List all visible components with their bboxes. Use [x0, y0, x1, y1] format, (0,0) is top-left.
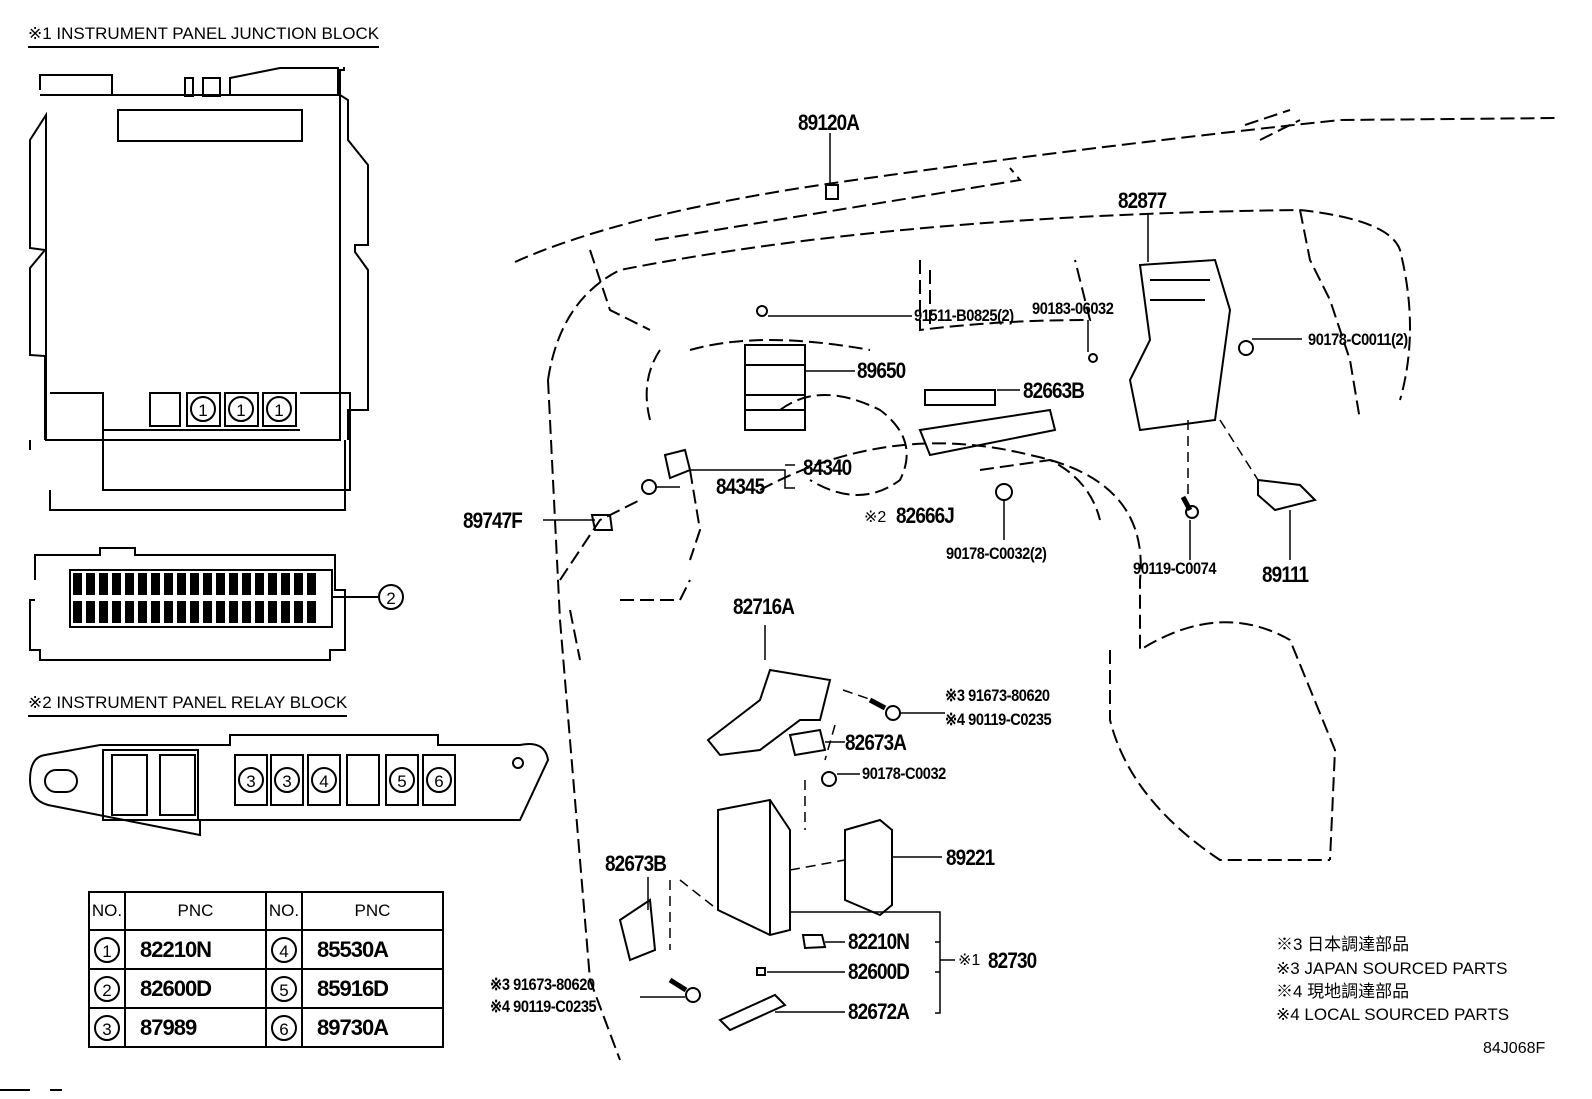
legend-note-local-sourced: ※4 LOCAL SOURCED PARTS [1276, 1005, 1510, 1024]
junction-block-drawing [29, 67, 369, 511]
callout-90119-C0235-lower[interactable]: ※4 90119-C0235 [490, 997, 597, 1016]
pnc-table-header: NO. PNC NO. PNC [88, 891, 444, 931]
callout-91673-80620-lower[interactable]: ※3 91673-80620 [490, 975, 595, 994]
row-number-badge: 1 [94, 936, 120, 963]
callout-90178-C0032[interactable]: 90178-C0032 [862, 764, 946, 783]
callout-90178-C0032-2[interactable]: 90178-C0032(2) [946, 544, 1047, 563]
callout-82730[interactable]: 82730 [988, 948, 1037, 973]
callout-91673-80620-upper[interactable]: ※3 91673-80620 [945, 686, 1050, 705]
row-number-badge: 2 [94, 975, 120, 1002]
diagram-code: 84J068F [1483, 1040, 1546, 1057]
dashed-guide-lines [669, 419, 1259, 950]
callout-91511-B0825[interactable]: 91511-B0825(2) [914, 306, 1014, 325]
callout-82673A[interactable]: 82673A [845, 730, 907, 755]
row-number-badge: 5 [271, 975, 297, 1002]
callout-82600D[interactable]: 82600D [848, 959, 910, 984]
table-row: 1 82210N 4 85530A [88, 929, 444, 970]
callout-90183-06032[interactable]: 90183-06032 [1032, 299, 1114, 318]
table-row: 2 82600D 5 85916D [88, 968, 444, 1009]
callout-82716A[interactable]: 82716A [733, 594, 795, 619]
relay-marker: 3 [274, 767, 300, 793]
header-no: NO. [265, 891, 303, 931]
header-pnc: PNC [124, 891, 267, 931]
pnc-value[interactable]: 85530A [301, 929, 444, 970]
legend-note-jp-local: ※4 現地調達部品 [1276, 982, 1410, 1001]
junction-marker: 1 [190, 396, 216, 422]
callout-82730-prefix: ※1 [958, 952, 981, 969]
callout-90119-C0235-upper[interactable]: ※4 90119-C0235 [945, 710, 1052, 729]
parts-drawing [590, 184, 1317, 1032]
leader-lines [543, 133, 1302, 1014]
callout-82663B[interactable]: 82663B [1023, 378, 1085, 403]
callout-82877[interactable]: 82877 [1118, 188, 1167, 213]
pnc-table: NO. PNC NO. PNC 1 82210N 4 85530A 2 8260… [88, 891, 444, 1048]
table-row: 3 87989 6 89730A [88, 1007, 444, 1048]
callout-89650[interactable]: 89650 [857, 358, 906, 383]
junction-connector-marker: 2 [378, 584, 404, 610]
callout-90119-C0074[interactable]: 90119-C0074 [1133, 559, 1217, 578]
pnc-value[interactable]: 87989 [124, 1007, 267, 1048]
relay-marker: 3 [238, 767, 264, 793]
callout-89111[interactable]: 89111 [1262, 562, 1309, 587]
relay-marker: 6 [426, 767, 452, 793]
junction-marker: 1 [228, 396, 254, 422]
callout-82210N[interactable]: 82210N [848, 929, 910, 954]
pnc-value[interactable]: 82210N [124, 929, 267, 970]
callout-84345[interactable]: 84345 [716, 474, 765, 499]
header-pnc: PNC [301, 891, 444, 931]
junction-connector-drawing [29, 547, 378, 661]
dashboard-drawing [514, 109, 1561, 1061]
legend-note-jp-japan: ※3 日本調達部品 [1276, 935, 1410, 954]
callout-82672A[interactable]: 82672A [848, 999, 910, 1024]
callout-90178-C0011[interactable]: 90178-C0011(2) [1308, 330, 1408, 349]
callout-89120A[interactable]: 89120A [798, 110, 860, 135]
pnc-value[interactable]: 89730A [301, 1007, 444, 1048]
legend-note-japan-sourced: ※3 JAPAN SOURCED PARTS [1276, 959, 1508, 978]
relay-block-drawing [28, 734, 550, 837]
row-number-badge: 3 [94, 1014, 120, 1041]
callout-84340[interactable]: 84340 [803, 455, 852, 480]
row-number-badge: 6 [271, 1014, 297, 1041]
callout-82666J-prefix: ※2 [864, 509, 887, 526]
pnc-value[interactable]: 85916D [301, 968, 444, 1009]
relay-block-title: ※2 INSTRUMENT PANEL RELAY BLOCK [28, 694, 348, 717]
pnc-value[interactable]: 82600D [124, 968, 267, 1009]
relay-marker: 5 [389, 767, 415, 793]
header-no: NO. [88, 891, 126, 931]
row-number-badge: 4 [271, 936, 297, 963]
junction-marker: 1 [266, 396, 292, 422]
relay-marker: 4 [311, 767, 337, 793]
callout-89221[interactable]: 89221 [946, 845, 995, 870]
callout-82666J[interactable]: 82666J [896, 503, 955, 528]
callout-82673B[interactable]: 82673B [605, 851, 667, 876]
junction-block-title: ※1 INSTRUMENT PANEL JUNCTION BLOCK [28, 25, 380, 48]
callout-89747F[interactable]: 89747F [463, 508, 523, 533]
